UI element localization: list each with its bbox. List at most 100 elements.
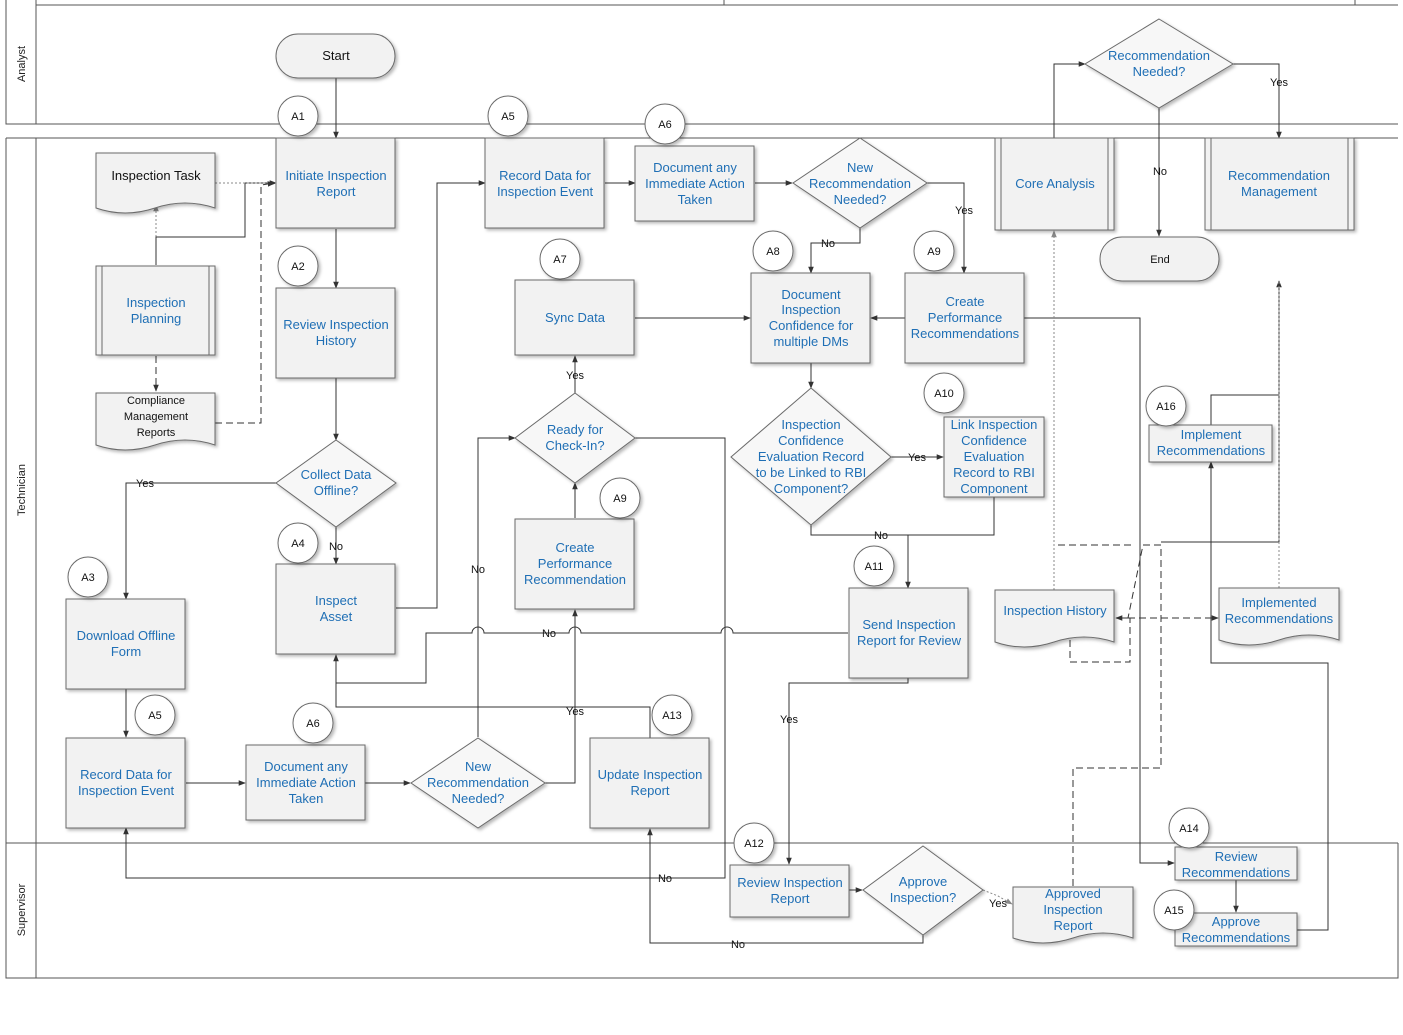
svg-text:Recommendations: Recommendations [911, 326, 1020, 341]
svg-text:A15: A15 [1164, 905, 1184, 917]
svg-text:Inspection: Inspection [1043, 902, 1102, 917]
step-create-performance-recommendations[interactable]: Create Performance Recommendations [904, 272, 1025, 364]
connectors [123, 61, 1329, 944]
svg-text:Recommendation: Recommendation [1228, 168, 1330, 183]
svg-text:Sync Data: Sync Data [545, 310, 606, 325]
marker-a1: A1 [277, 95, 319, 137]
step-implement-recommendations[interactable]: Implement Recommendations [1148, 424, 1273, 463]
marker-a6-offline: A6 [292, 702, 334, 744]
marker-a4: A4 [277, 522, 319, 564]
svg-text:Evaluation: Evaluation [964, 449, 1025, 464]
svg-text:Immediate Action: Immediate Action [256, 775, 356, 790]
svg-text:Inspection Event: Inspection Event [497, 184, 594, 199]
step-record-data-online[interactable]: Record Data for Inspection Event [484, 137, 605, 229]
svg-text:Ready for: Ready for [547, 422, 604, 437]
lane-label-analyst: Analyst [16, 46, 28, 82]
svg-text:Inspect: Inspect [315, 593, 357, 608]
svg-text:Document any: Document any [653, 160, 737, 175]
svg-text:Inspection Event: Inspection Event [78, 783, 175, 798]
svg-text:Recommendations: Recommendations [1182, 865, 1291, 880]
svg-text:Inspection History: Inspection History [1003, 603, 1107, 618]
step-review-inspection-report[interactable]: Review Inspection Report [729, 864, 850, 918]
subprocess-inspection-planning[interactable]: Inspection Planning [95, 265, 216, 356]
label-no-newrec-bottom: No [471, 564, 485, 576]
document-inspection-history[interactable]: Inspection History [994, 589, 1115, 648]
document-compliance-reports[interactable]: Compliance Management Reports [95, 392, 216, 451]
svg-text:New: New [465, 759, 492, 774]
svg-text:Recommendations: Recommendations [1225, 611, 1334, 626]
step-update-inspection-report[interactable]: Update Inspection Report [589, 737, 710, 829]
step-review-inspection-history[interactable]: Review Inspection History [275, 287, 396, 379]
svg-text:History: History [316, 333, 357, 348]
decision-new-recommendation-offline[interactable]: New Recommendation Needed? [410, 737, 546, 829]
document-approved-inspection-report[interactable]: Approved Inspection Report [1012, 886, 1134, 944]
step-review-recommendations[interactable]: Review Recommendations [1174, 846, 1298, 881]
lane-label-supervisor: Supervisor [16, 883, 28, 936]
marker-a12: A12 [733, 822, 775, 864]
document-inspection-task[interactable]: Inspection Task [95, 152, 216, 214]
svg-text:Report for Review: Report for Review [857, 633, 962, 648]
subprocess-core-analysis[interactable]: Core Analysis [994, 137, 1115, 231]
svg-text:Recommendation: Recommendation [809, 176, 911, 191]
marker-a2: A2 [277, 245, 319, 287]
svg-text:Recommendations: Recommendations [1157, 443, 1266, 458]
step-link-confidence-record[interactable]: Link Inspection Confidence Evaluation Re… [943, 416, 1045, 498]
step-markers: A1 A2 A3 A4 A5 A6 A5 A6 A7 A8 A9 A9 A10 … [67, 95, 1210, 931]
label-yes-newrec-bottom: Yes [566, 706, 584, 718]
step-document-action-offline[interactable]: Document any Immediate Action Taken [245, 744, 366, 821]
step-record-data-offline[interactable]: Record Data for Inspection Event [65, 737, 186, 829]
svg-text:A1: A1 [291, 111, 304, 123]
decision-recommendation-needed[interactable]: Recommendation Needed? [1084, 18, 1234, 109]
svg-text:Taken: Taken [678, 192, 713, 207]
decision-new-recommendation-online[interactable]: New Recommendation Needed? [792, 137, 928, 229]
svg-text:Report: Report [316, 184, 355, 199]
label-no-newrec-top: No [821, 238, 835, 250]
step-document-inspection-confidence[interactable]: Document Inspection Confidence for multi… [750, 272, 871, 364]
svg-text:Initiate Inspection: Initiate Inspection [285, 168, 386, 183]
decision-approve-inspection[interactable]: Approve Inspection? [862, 845, 984, 936]
decision-link-to-rbi[interactable]: Inspection Confidence Evaluation Record … [730, 387, 892, 526]
svg-text:Implemented: Implemented [1241, 595, 1316, 610]
step-create-performance-recommendation[interactable]: Create Performance Recommendation [514, 518, 635, 610]
svg-text:New: New [847, 160, 874, 175]
step-document-action-online[interactable]: Document any Immediate Action Taken [634, 145, 755, 222]
label-no-send: No [542, 628, 556, 640]
svg-text:Component?: Component? [774, 481, 848, 496]
document-implemented-recommendations[interactable]: Implemented Recommendations [1218, 587, 1340, 646]
svg-text:A14: A14 [1179, 823, 1199, 835]
decision-ready-for-check-in[interactable]: Ready for Check-In? [514, 392, 636, 484]
marker-a5-offline: A5 [134, 694, 176, 736]
label-yes-recneeded: Yes [1270, 77, 1288, 89]
svg-text:multiple DMs: multiple DMs [773, 334, 849, 349]
marker-a3: A3 [67, 556, 109, 598]
step-send-report-for-review[interactable]: Send Inspection Report for Review [848, 587, 969, 679]
svg-text:Compliance: Compliance [127, 395, 185, 407]
svg-text:Record Data for: Record Data for [499, 168, 591, 183]
marker-a15: A15 [1153, 889, 1195, 931]
decision-collect-data-offline[interactable]: Collect Data Offline? [275, 439, 397, 528]
marker-a14: A14 [1168, 807, 1210, 849]
svg-text:Component: Component [960, 481, 1028, 496]
svg-text:Recommendation: Recommendation [427, 775, 529, 790]
svg-text:Recommendation: Recommendation [524, 572, 626, 587]
step-approve-recommendations[interactable]: Approve Recommendations [1174, 912, 1298, 947]
svg-text:Review Inspection: Review Inspection [737, 875, 843, 890]
svg-text:Inspection: Inspection [781, 302, 840, 317]
label-yes-approve: Yes [989, 898, 1007, 910]
step-initiate-inspection-report[interactable]: Initiate Inspection Report [275, 137, 396, 229]
svg-text:Recommendations: Recommendations [1182, 930, 1291, 945]
step-sync-data[interactable]: Sync Data [514, 279, 635, 356]
subprocess-recommendation-management[interactable]: Recommendation Management [1204, 137, 1355, 231]
marker-a9-online: A9 [913, 230, 955, 272]
svg-text:Create: Create [945, 294, 984, 309]
step-download-offline-form[interactable]: Download Offline Form [65, 598, 186, 690]
marker-a6-online: A6 [644, 103, 686, 145]
svg-text:A9: A9 [927, 246, 940, 258]
start-terminator[interactable]: Start [275, 33, 396, 79]
label-yes-ready: Yes [566, 370, 584, 382]
step-inspect-asset[interactable]: Inspect Asset [275, 563, 396, 655]
svg-text:Start: Start [322, 48, 350, 63]
end-terminator[interactable]: End [1099, 236, 1220, 282]
svg-text:Update Inspection: Update Inspection [598, 767, 703, 782]
